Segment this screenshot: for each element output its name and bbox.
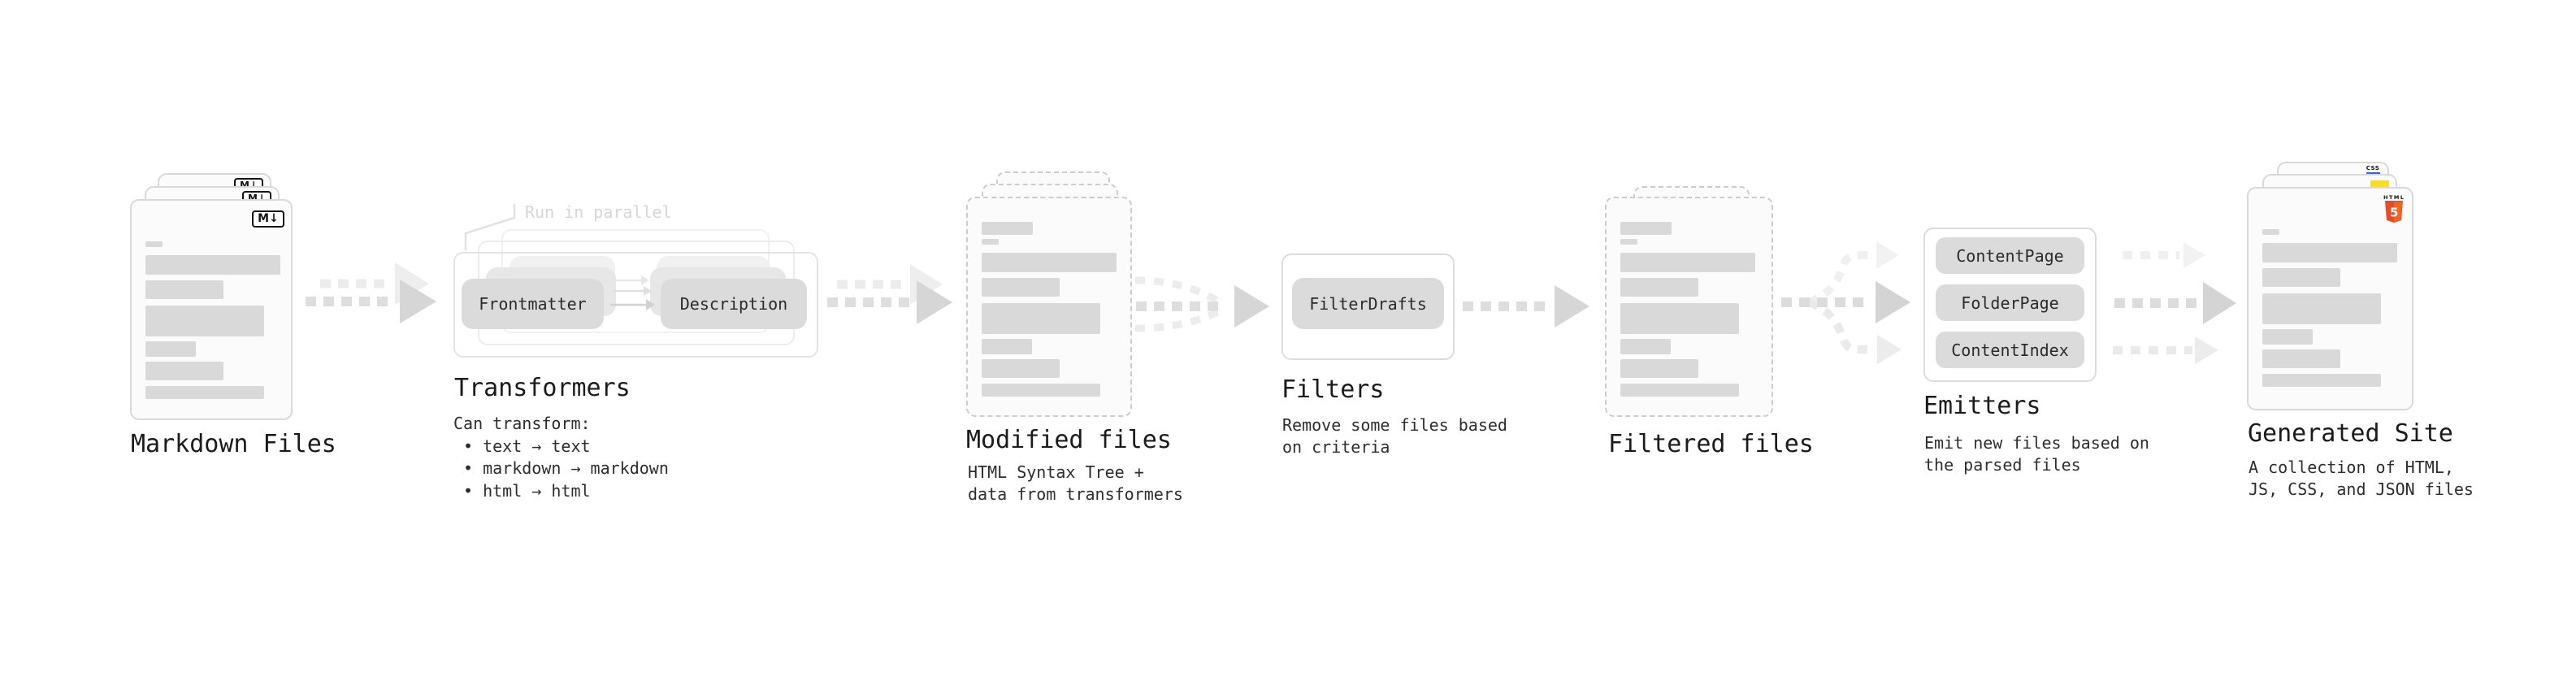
filters-desc-2: on criteria — [1282, 437, 1390, 457]
modified-files-desc-1: HTML Syntax Tree + — [968, 462, 1144, 482]
modified-files-stack — [966, 171, 1134, 418]
frontmatter-pill: Frontmatter — [462, 279, 604, 329]
markdown-files-stack: M↓ M↓ M↓ — [130, 173, 294, 421]
emitters-title: Emitters — [1923, 392, 2041, 420]
arrow-filters-to-filtered — [1463, 285, 1589, 327]
markdown-icon: M↓ — [252, 210, 284, 228]
filtered-files-stack — [1605, 186, 1775, 418]
filtered-files-title: Filtered files — [1608, 430, 1814, 458]
generated-site-title: Generated Site — [2248, 419, 2453, 448]
markdown-files-title: Markdown Files — [131, 430, 336, 458]
svg-text:5: 5 — [2390, 206, 2398, 220]
emitters-desc-2: the parsed files — [1924, 455, 2081, 475]
html5-shield-icon: 5 — [2385, 201, 2403, 223]
transformers-title: Transformers — [454, 374, 631, 402]
filtered-file-card-front — [1605, 197, 1773, 417]
description-pill: Description — [661, 279, 807, 329]
contentindex-pill: ContentIndex — [1936, 332, 2084, 368]
arrow-markdown-to-transformers — [306, 262, 436, 323]
markdown-file-card-front: M↓ — [130, 199, 293, 420]
modified-files-desc-2: data from transformers — [968, 484, 1183, 504]
emitters-desc-1: Emit new files based on — [1924, 433, 2149, 453]
modified-file-card-front — [966, 197, 1132, 417]
modified-files-title: Modified files — [966, 426, 1172, 454]
generated-site-desc-2: JS, CSS, and JSON files — [2249, 479, 2474, 499]
generated-site-stack: CSS HTML 5 — [2247, 162, 2415, 411]
arrow-modified-to-filters — [1134, 276, 1269, 332]
folderpage-pill: FolderPage — [1936, 284, 2084, 321]
transformers-desc-heading: Can transform: — [453, 414, 591, 433]
filters-desc-1: Remove some files based — [1282, 415, 1507, 435]
run-in-parallel-note: Run in parallel — [525, 202, 672, 222]
filterdrafts-pill: FilterDrafts — [1292, 278, 1444, 329]
filters-title: Filters — [1281, 375, 1385, 404]
css-file-icon: CSS — [2365, 165, 2381, 175]
transformers-bullet-1: • text → text — [463, 436, 591, 456]
arrow-transformers-to-modified — [827, 264, 952, 324]
html5-icon: HTML 5 — [2383, 194, 2405, 226]
generated-file-card-html: HTML 5 — [2247, 187, 2413, 410]
transformers-bullet-2: • markdown → markdown — [463, 458, 669, 478]
transformer-box-front — [453, 252, 818, 358]
arrow-filtered-to-emitters — [1781, 241, 1910, 364]
arrow-emitters-to-generated — [2113, 242, 2236, 364]
generated-site-desc-1: A collection of HTML, — [2249, 458, 2454, 477]
contentpage-pill: ContentPage — [1936, 237, 2084, 274]
js-file-icon — [2370, 180, 2389, 188]
transformers-bullet-3: • html → html — [463, 481, 591, 501]
